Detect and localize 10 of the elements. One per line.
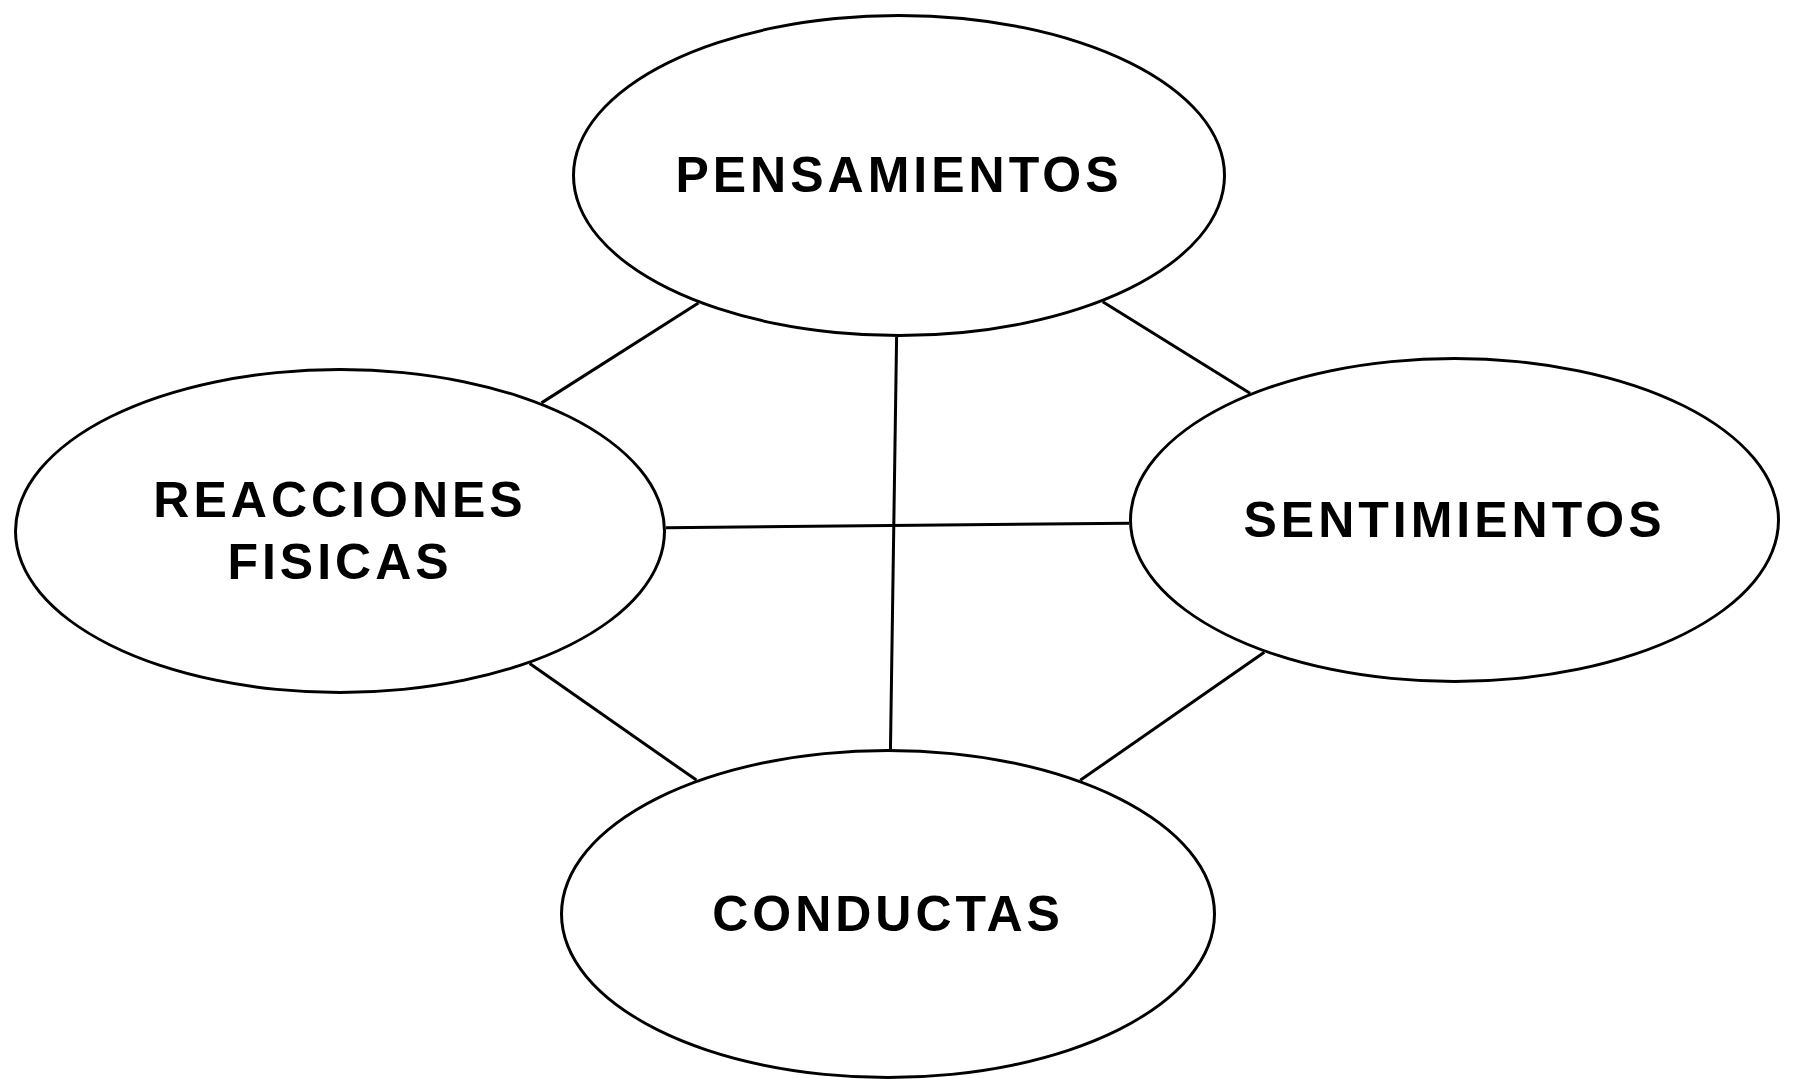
node-label: CONDUCTAS: [711, 884, 1065, 944]
node-label: PENSAMIENTOS: [674, 146, 1124, 206]
connector-line: [665, 521, 1130, 530]
connector-line: [528, 662, 698, 782]
connector-line: [1079, 651, 1266, 782]
node-label: SENTIMIENTOS: [1242, 490, 1667, 550]
connector-line: [888, 336, 899, 750]
node-label: REACCIONES FISICAS: [152, 470, 528, 592]
connector-line: [540, 301, 700, 405]
connector-line: [1101, 300, 1251, 395]
